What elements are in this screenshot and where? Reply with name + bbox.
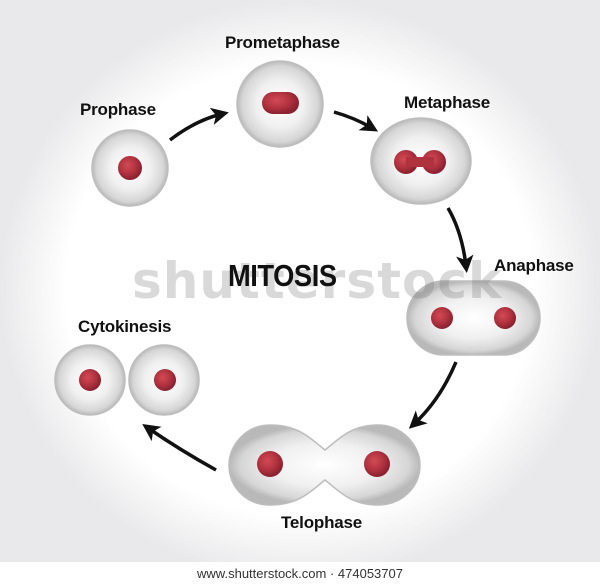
label-metaphase: Metaphase: [404, 93, 491, 112]
prophase-nucleus: [118, 156, 142, 180]
cytokinesis-nucleus-right: [154, 369, 176, 391]
arrow-prophase-to-prometaphase: [168, 107, 229, 142]
arrow-anaphase-to-telophase: [408, 361, 458, 429]
label-anaphase: Anaphase: [494, 256, 574, 275]
metaphase-cell: [370, 117, 472, 205]
label-telophase: Telophase: [281, 513, 363, 532]
metaphase-nucleus: [394, 150, 446, 174]
label-prometaphase: Prometaphase: [225, 33, 340, 52]
label-prophase: Prophase: [80, 100, 156, 119]
label-cytokinesis: Cytokinesis: [78, 317, 172, 336]
arrow-telophase-to-cytokinesis: [142, 424, 217, 472]
prometaphase-nucleus: [262, 92, 299, 114]
anaphase-nucleus-right: [494, 307, 516, 329]
arrow-metaphase-to-anaphase: [446, 207, 474, 273]
cytokinesis-nucleus-left: [79, 369, 101, 391]
arrow-prometaphase-to-metaphase: [333, 110, 379, 132]
anaphase-cell: [406, 280, 541, 356]
anaphase-nucleus-left: [431, 307, 453, 329]
prometaphase-cell: [236, 60, 324, 148]
telophase-cell: [228, 424, 421, 506]
telophase-nucleus-left: [257, 451, 283, 477]
cytokinesis-cells: [54, 344, 200, 416]
prophase-cell: [91, 129, 169, 207]
footer-credit: www.shutterstock.com · 474053707: [0, 562, 600, 586]
watermark-text: shutterstock: [132, 252, 503, 310]
telophase-nucleus-right: [364, 451, 390, 477]
diagram-title: MITOSIS: [228, 258, 337, 293]
